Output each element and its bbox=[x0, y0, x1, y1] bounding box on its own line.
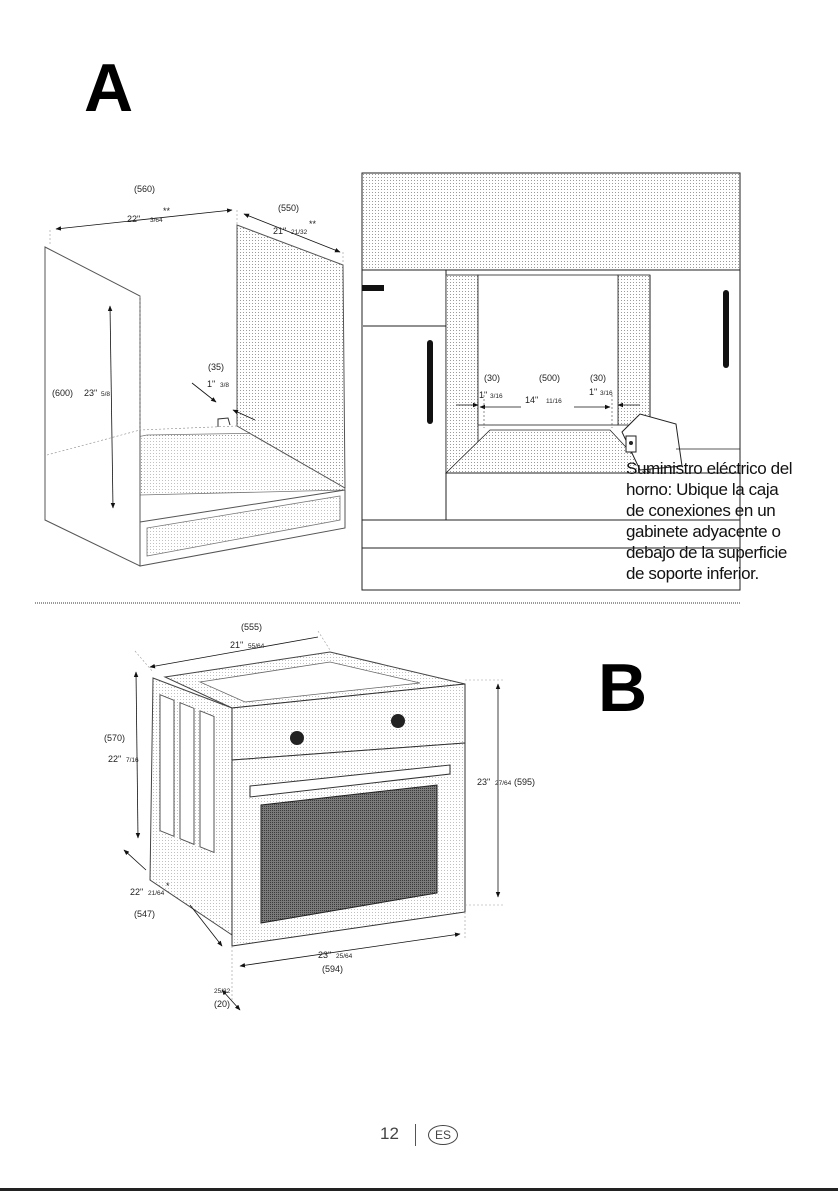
page-number: 12 bbox=[380, 1124, 399, 1144]
oven-panel-frac: 25/32 bbox=[214, 988, 231, 995]
oven-panel-mm: (20) bbox=[214, 999, 230, 1009]
cabinet-depth-mark: ** bbox=[309, 219, 317, 229]
gap-mm: (35) bbox=[208, 362, 224, 372]
note-line: horno: Ubique la caja bbox=[626, 480, 779, 499]
note-line: Suministro eléctrico del bbox=[626, 459, 793, 478]
installed-left-in: 1" bbox=[479, 390, 487, 400]
oven-side-depth-in: 22" bbox=[130, 887, 143, 897]
cabinet-height-frac: 5/8 bbox=[101, 391, 110, 398]
installed-center-mm: (500) bbox=[539, 373, 560, 383]
installed-view: (30) 1" 3/16 (500) 14" 11/16 (30) 1" 3/1… bbox=[361, 172, 741, 591]
oven-front-height-in: 23" bbox=[477, 777, 490, 787]
cabinet-width-mm: (560) bbox=[134, 184, 155, 194]
cabinet-height-mm: (600) bbox=[52, 388, 73, 398]
installed-right-in: 1" bbox=[589, 387, 597, 397]
oven-front-width-mm: (594) bbox=[322, 964, 343, 974]
language-badge: ES bbox=[427, 1125, 458, 1145]
cabinet-height-in: 23" bbox=[84, 388, 97, 398]
installed-left-frac: 3/16 bbox=[490, 393, 503, 400]
installed-right-frac: 3/16 bbox=[600, 390, 613, 397]
bottom-rule bbox=[0, 1188, 838, 1191]
oven-top-depth-mm: (555) bbox=[241, 622, 262, 632]
installed-left-mm: (30) bbox=[484, 373, 500, 383]
cabinet-depth-in: 21" bbox=[273, 226, 286, 236]
note-line: de conexiones en un bbox=[626, 501, 776, 520]
oven-body-height-mm: (570) bbox=[104, 733, 125, 743]
oven-body-height-frac: 7/16 bbox=[126, 757, 139, 764]
oven-drawing: (555) 21" 55/64 (570) 22" 7/16 23" 27/64… bbox=[104, 622, 535, 1011]
page-footer: 12 ES bbox=[0, 1124, 838, 1146]
oven-side-depth-frac: 21/64 bbox=[148, 890, 165, 897]
electrical-supply-note: Suministro eléctrico del horno: Ubique l… bbox=[626, 458, 826, 584]
oven-top-depth-frac: 55/64 bbox=[248, 643, 265, 650]
oven-top-depth-in: 21" bbox=[230, 640, 243, 650]
cabinet-width-frac: 3/64 bbox=[150, 217, 163, 224]
installed-center-frac: 11/16 bbox=[546, 398, 562, 405]
gap-frac: 3/8 bbox=[220, 382, 229, 389]
cabinet-width-in: 22" bbox=[127, 214, 140, 224]
oven-body-height-in: 22" bbox=[108, 754, 121, 764]
oven-front-width-frac: 25/64 bbox=[336, 953, 353, 960]
cabinet-depth-frac: 21/32 bbox=[291, 229, 308, 236]
cabinet-drawing: (560) 22" 3/64 ** (550) 21" 21/32 ** (60… bbox=[44, 184, 346, 567]
footer-separator bbox=[414, 1124, 416, 1146]
section-b-letter: B bbox=[598, 650, 648, 726]
cabinet-width-mark: ** bbox=[163, 206, 171, 216]
cabinet-depth-mm: (550) bbox=[278, 203, 299, 213]
section-a-letter: A bbox=[84, 50, 134, 126]
note-line: gabinete adyacente o bbox=[626, 522, 781, 541]
installed-right-mm: (30) bbox=[590, 373, 606, 383]
oven-front-height-frac: 27/64 bbox=[495, 780, 512, 787]
note-line: debajo de la superficie bbox=[626, 543, 787, 562]
oven-side-depth-mark: * bbox=[166, 881, 170, 891]
oven-front-width-in: 23" bbox=[318, 950, 331, 960]
oven-front-height-mm: (595) bbox=[514, 777, 535, 787]
gap-in: 1" bbox=[207, 379, 215, 389]
note-line: de soporte inferior. bbox=[626, 564, 759, 583]
installed-center-in: 14" bbox=[525, 395, 538, 405]
oven-side-depth-mm: (547) bbox=[134, 909, 155, 919]
